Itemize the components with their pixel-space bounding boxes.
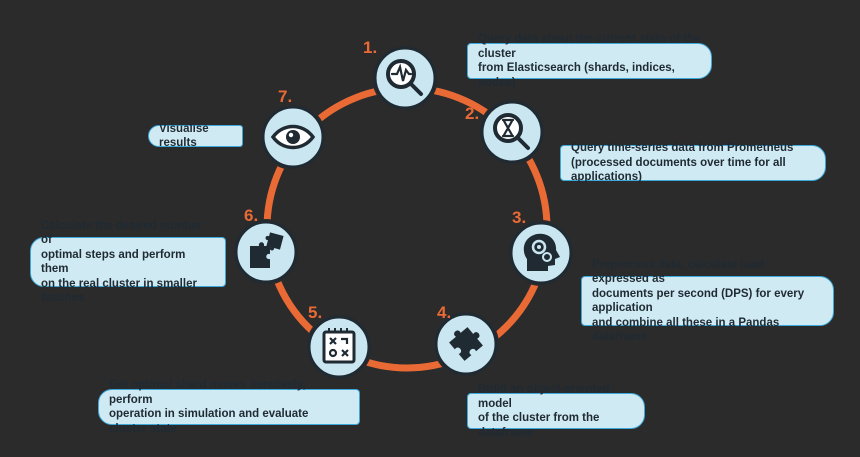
step-4-number: 4. [437, 303, 452, 322]
step-3-description: Preprocess data, calculate load expresse… [581, 259, 834, 343]
magnifier-pulse-icon [386, 59, 423, 96]
step-1-node [372, 45, 438, 111]
step-2-number: 2. [465, 104, 480, 123]
step-1-description: Query data about the current state of th… [467, 33, 712, 89]
step-5-node [306, 314, 372, 380]
magnifier-hourglass-icon [493, 113, 530, 150]
step-6-number: 6. [244, 206, 259, 225]
strategy-board-icon [322, 328, 356, 364]
step-4-node [433, 311, 499, 377]
step-3-number: 3. [512, 208, 527, 227]
step-2-node [479, 99, 545, 165]
puzzle-piece-icon [449, 327, 483, 361]
step-2-text: Query time-series data from Prometheus (… [571, 142, 794, 184]
step-5-number: 5. [308, 303, 323, 322]
step-6-text: Calculate the desired number of optimal … [41, 219, 203, 305]
eye-icon [270, 124, 316, 150]
step-3-text: Preprocess data, calculate load expresse… [592, 258, 805, 344]
step-5-description: Get optimal shard moves iteratively, per… [98, 379, 360, 435]
step-4-text: Build an object-oriented model of the cl… [478, 383, 610, 439]
step-5-text: Get optimal shard moves iteratively, per… [109, 379, 309, 435]
step-2-description: Query time-series data from Prometheus (… [560, 142, 826, 183]
step-7-description: Visualise results [148, 123, 243, 149]
puzzle-assemble-icon [250, 232, 284, 268]
step-6-description: Calculate the desired number of optimal … [30, 220, 226, 304]
step-7-node [260, 104, 326, 170]
step-1-number: 1. [363, 38, 378, 57]
step-7-text: Visualise results [159, 122, 209, 150]
head-gears-icon [523, 233, 560, 271]
step-4-description: Build an object-oriented model of the cl… [467, 383, 645, 439]
step-1-text: Query data about the current state of th… [478, 33, 701, 89]
step-7-number: 7. [278, 87, 293, 106]
step-3-node [508, 220, 574, 286]
step-6-node [233, 219, 299, 285]
